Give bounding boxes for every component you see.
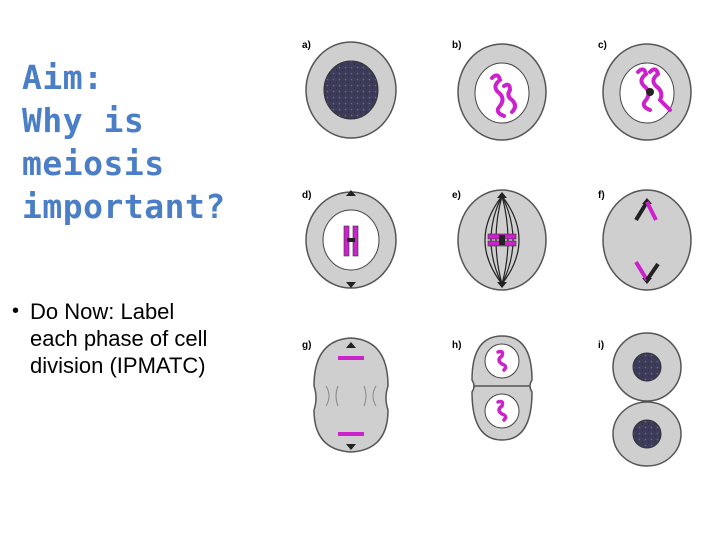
nucleus-bottom: [484, 393, 520, 429]
panel-d: d): [302, 190, 397, 289]
panel-label-f: f): [598, 190, 605, 201]
panel-label-c: c): [598, 40, 607, 51]
panel-label-b: b): [452, 40, 461, 51]
centrosome-bottom: [346, 444, 356, 450]
panel-label-i: i): [598, 340, 604, 351]
centromere: [499, 235, 505, 245]
chromosome: [648, 67, 672, 112]
panel-c: c): [598, 40, 692, 141]
slide-title: Aim: Why is meiosis important?: [22, 56, 282, 228]
panel-label-a: a): [302, 40, 311, 51]
panel-h: h): [452, 335, 533, 441]
panel-label-e: e): [452, 190, 461, 201]
dense-nucleus: [632, 352, 662, 382]
nucleus-top: [484, 343, 520, 379]
chromosome: [338, 356, 364, 360]
do-now-bullet: • Do Now: Label each phase of cell divis…: [12, 298, 312, 379]
cell-division-diagram: a) b) c) d) e): [302, 40, 692, 467]
centromere: [347, 238, 355, 242]
bullet-line-2: each phase of cell: [30, 326, 208, 351]
spindle-fibers: [484, 195, 520, 285]
panel-label-d: d): [302, 190, 311, 201]
bullet-text: Do Now: Label each phase of cell divisio…: [30, 298, 312, 379]
cleavage-fibers: [325, 385, 377, 407]
chromosome: [496, 399, 508, 422]
chromosome: [636, 67, 652, 112]
title-line-1: Aim:: [22, 58, 104, 97]
dense-nucleus: [323, 60, 379, 120]
panel-g: g): [302, 337, 389, 453]
panel-label-h: h): [452, 340, 461, 351]
pinching-cell-outline: [313, 337, 389, 453]
panel-i: i): [598, 332, 682, 467]
centrosome-top: [346, 342, 356, 348]
panel-e: e): [452, 189, 547, 291]
centromere: [646, 88, 654, 96]
title-line-4: important?: [22, 187, 226, 226]
chromatid: [634, 200, 649, 222]
panel-label-g: g): [302, 340, 311, 351]
chromatid: [645, 201, 658, 221]
centrosome-bottom: [346, 282, 356, 288]
panel-b: b): [452, 40, 547, 141]
centrosome-top: [346, 190, 356, 196]
panel-a: a): [302, 40, 397, 139]
dense-nucleus: [632, 419, 662, 449]
chromosome: [496, 349, 508, 372]
centrosome-bottom: [497, 282, 507, 288]
title-line-3: meiosis: [22, 144, 165, 183]
chromosome: [338, 432, 364, 436]
chromatid: [645, 262, 660, 282]
chromosome: [502, 82, 517, 114]
bullet-line-1: Do Now: Label: [30, 299, 175, 324]
chromatid: [634, 260, 649, 282]
title-line-2: Why is: [22, 101, 145, 140]
centrosome-top: [497, 192, 507, 198]
chromosome: [490, 73, 506, 118]
bullet-line-3: division (IPMATC): [30, 353, 206, 378]
bullet-dot-icon: •: [12, 300, 20, 322]
panel-f: f): [598, 189, 692, 291]
cell-outline: [602, 189, 692, 291]
